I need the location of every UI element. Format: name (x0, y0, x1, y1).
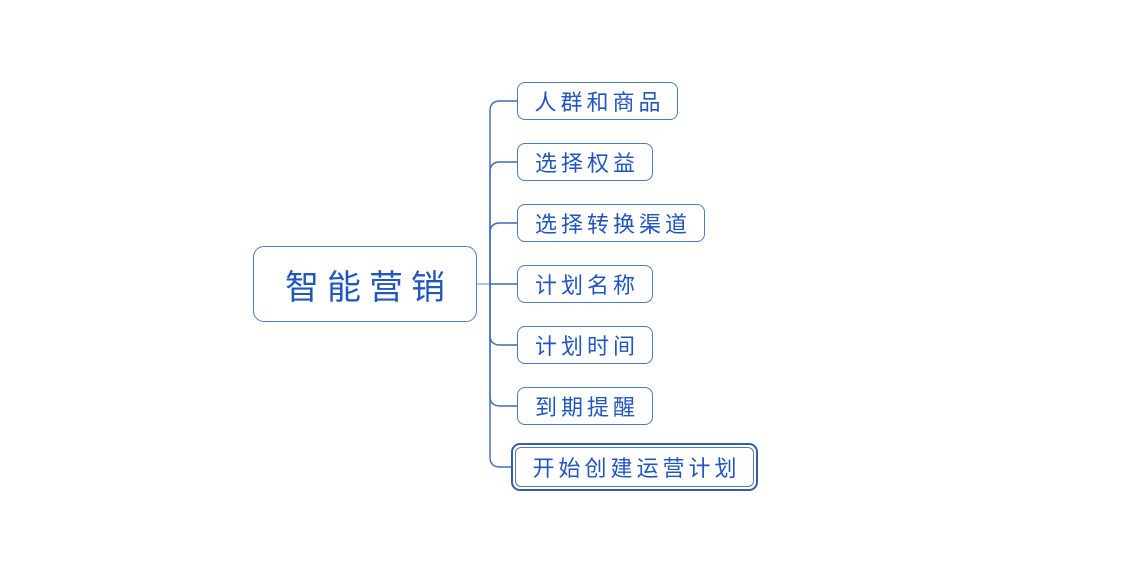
connector-root-to-child-7 (489, 284, 511, 468)
child-node-select-conversion-channel[interactable]: 选择转换渠道 (517, 204, 705, 242)
connector-root-to-child-5 (489, 284, 517, 346)
connector-root-to-child-3 (489, 222, 517, 284)
connector-root-to-child-2 (489, 161, 517, 284)
child-node-label: 选择转换渠道 (534, 213, 691, 238)
root-node-label: 智能营销 (285, 267, 453, 308)
connector-root-to-child-6 (489, 284, 517, 407)
child-node-label: 到期提醒 (534, 396, 639, 421)
child-node-plan-name[interactable]: 计划名称 (517, 265, 653, 303)
connector-root-to-child-1 (489, 100, 517, 284)
child-node-label: 开始创建运营计划 (532, 457, 741, 482)
child-node-start-create-plan[interactable]: 开始创建运营计划 (515, 447, 754, 487)
child-node-label: 选择权益 (534, 152, 639, 177)
child-node-label: 计划名称 (534, 274, 639, 299)
child-node-label: 计划时间 (534, 335, 639, 360)
child-node-start-create-plan-selection-ring[interactable]: 开始创建运营计划 (511, 443, 758, 491)
child-node-expiry-reminder[interactable]: 到期提醒 (517, 387, 653, 425)
root-node[interactable]: 智能营销 (253, 246, 477, 322)
child-node-plan-time[interactable]: 计划时间 (517, 326, 653, 364)
child-node-label: 人群和商品 (534, 91, 665, 116)
child-node-select-benefits[interactable]: 选择权益 (517, 143, 653, 181)
child-node-audience-products[interactable]: 人群和商品 (517, 82, 678, 120)
